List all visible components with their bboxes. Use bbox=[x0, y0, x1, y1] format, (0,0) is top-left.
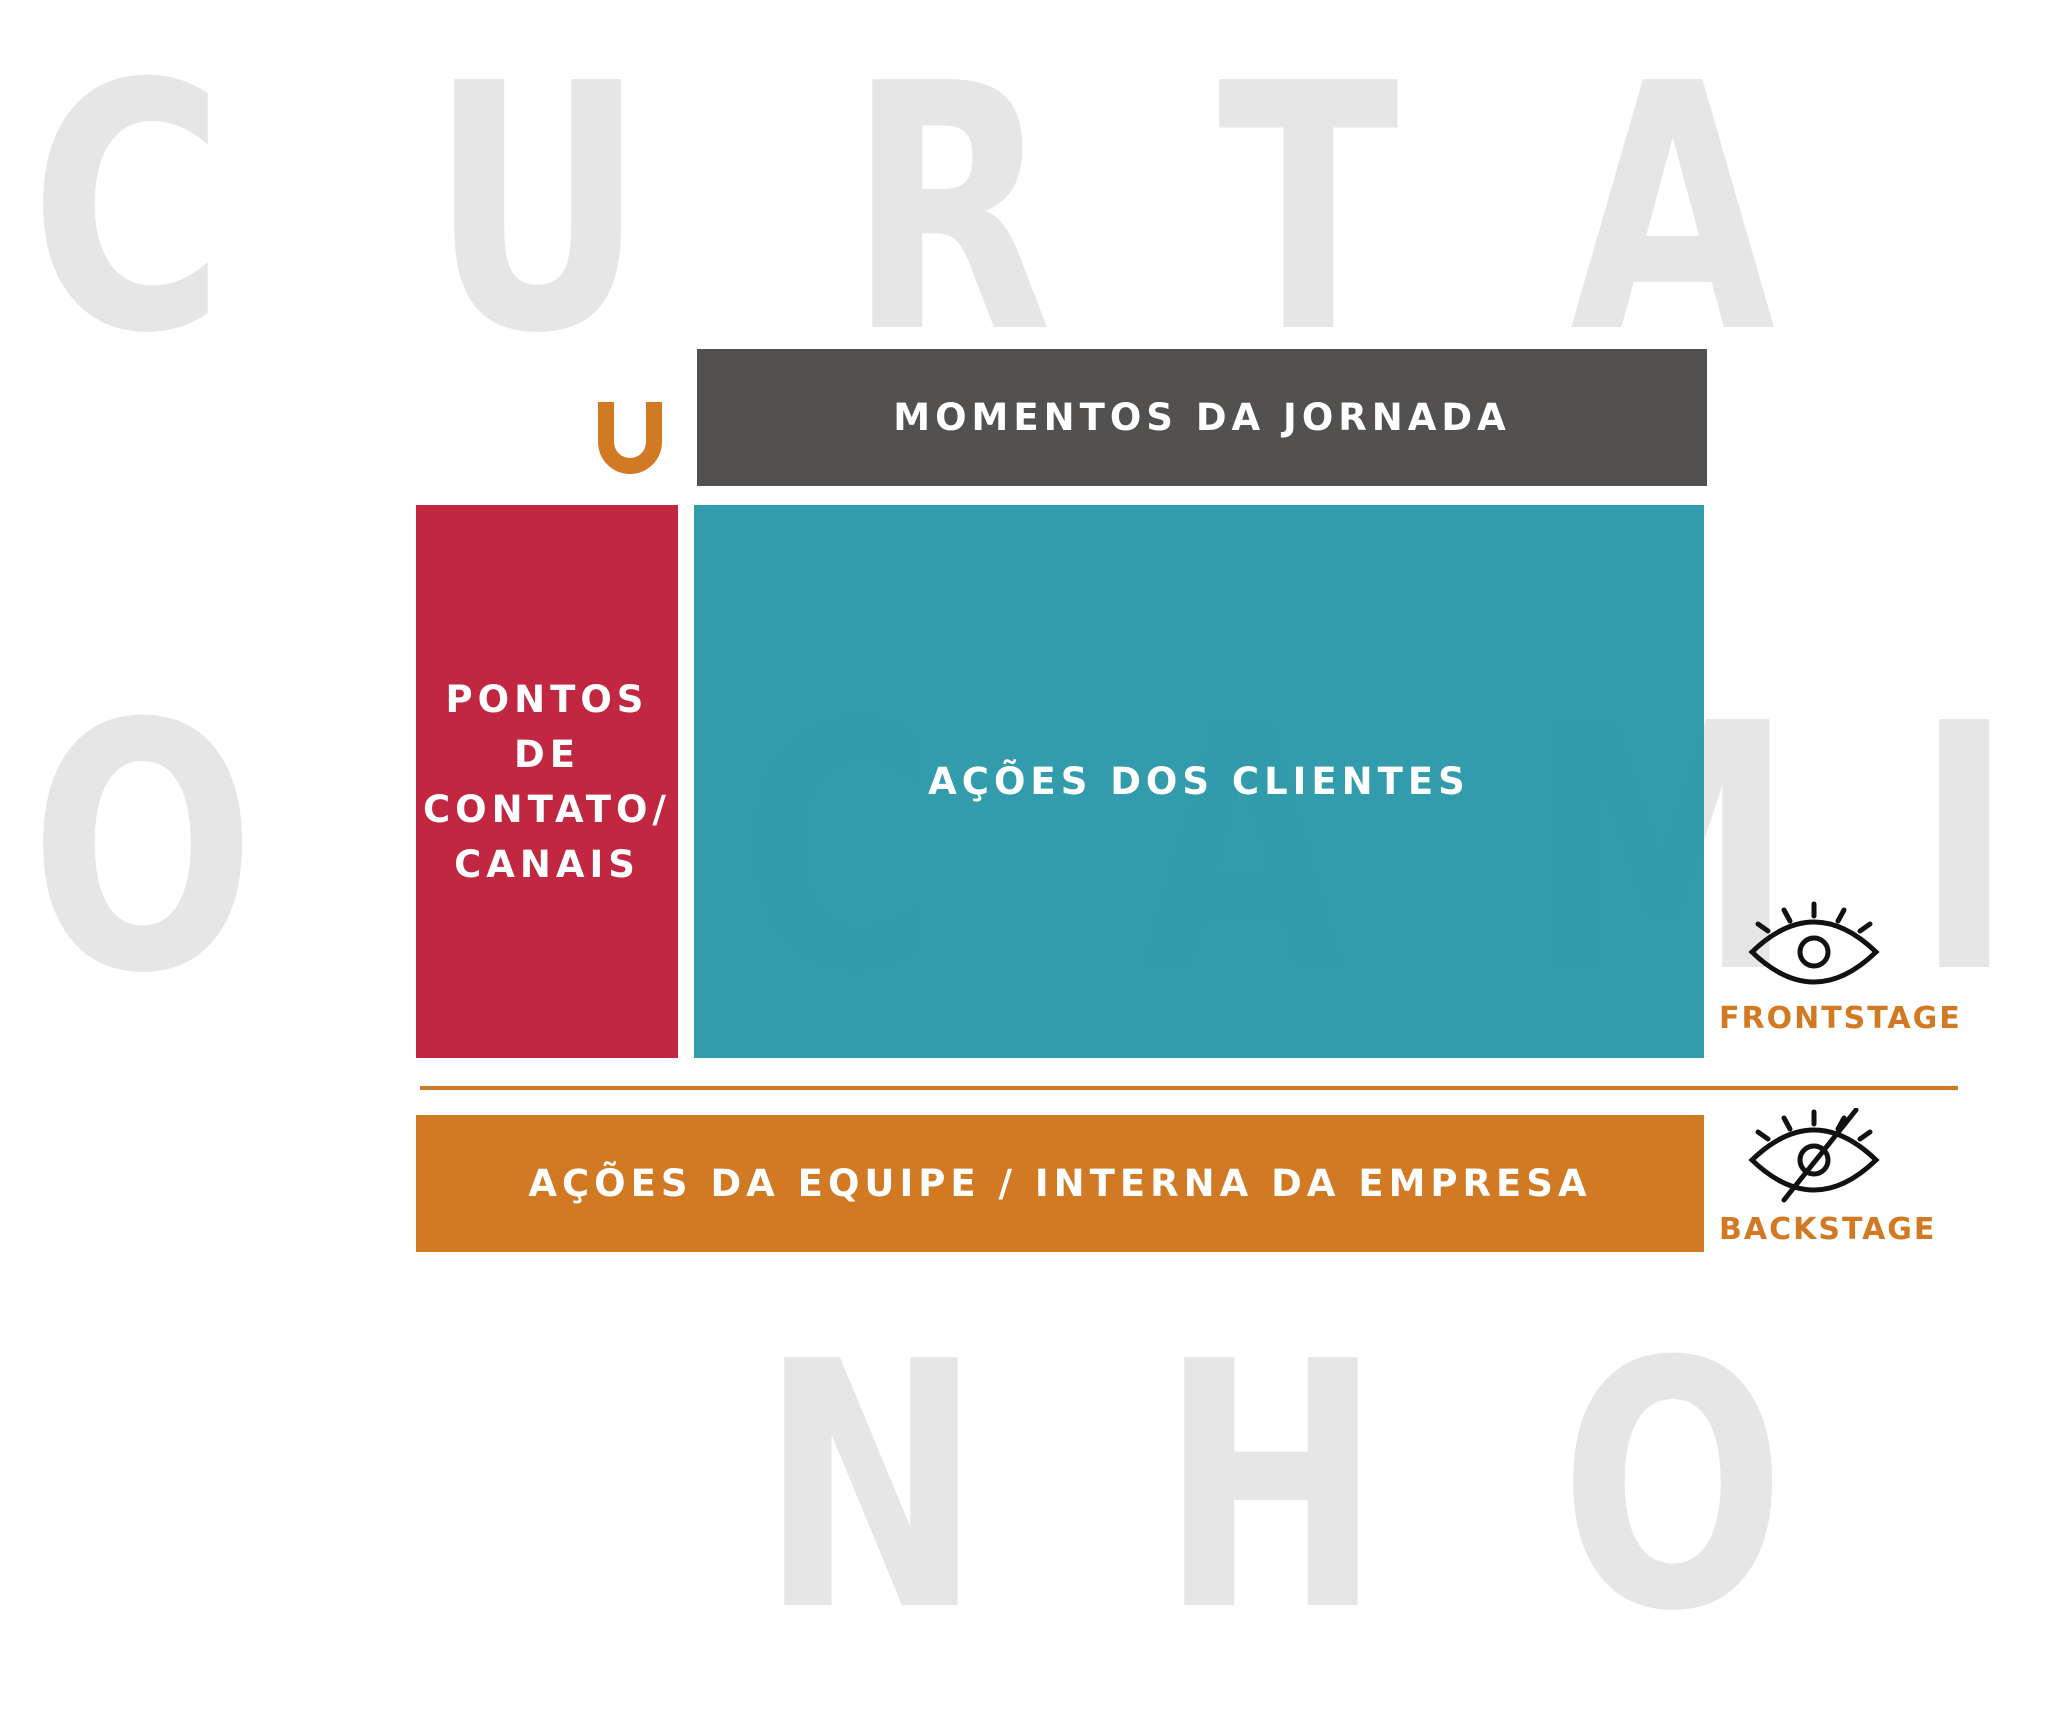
acoes-equipe-label: AÇÕES DA EQUIPE / INTERNA DA EMPRESA bbox=[528, 1162, 1592, 1205]
bg-letter-h: H bbox=[1160, 1290, 1382, 1686]
u-logo-icon bbox=[598, 402, 662, 474]
frontstage-backstage-divider bbox=[420, 1086, 1958, 1090]
backstage-label: BACKSTAGE bbox=[1719, 1212, 1937, 1247]
pontos-de-contato-block: PONTOS DE CONTATO/ CANAIS bbox=[416, 505, 678, 1058]
bg-letter-n: N bbox=[760, 1290, 982, 1686]
bg-letter-r: R bbox=[848, 12, 1053, 408]
bg-letter-u: U bbox=[430, 12, 646, 408]
eye-slash-icon bbox=[1748, 1108, 1880, 1203]
momentos-label: MOMENTOS DA JORNADA bbox=[893, 396, 1511, 439]
bg-letter-a1: A bbox=[1570, 12, 1776, 408]
momentos-da-jornada-block: MOMENTOS DA JORNADA bbox=[697, 349, 1707, 486]
pontos-line-1: PONTOS DE bbox=[445, 677, 649, 776]
frontstage-label: FRONTSTAGE bbox=[1719, 1001, 1962, 1036]
bg-letter-t: T bbox=[1218, 12, 1399, 408]
bg-letter-o1: O bbox=[30, 652, 256, 1048]
eye-icon bbox=[1748, 901, 1880, 985]
bg-letter-i: I bbox=[1915, 652, 2014, 1048]
acoes-clientes-label: AÇÕES DOS CLIENTES bbox=[928, 760, 1470, 803]
pontos-line-3: CANAIS bbox=[454, 842, 640, 886]
pontos-line-2: CONTATO/ bbox=[423, 787, 671, 831]
bg-letter-c1: C bbox=[30, 12, 225, 408]
acoes-da-equipe-block: AÇÕES DA EQUIPE / INTERNA DA EMPRESA bbox=[416, 1115, 1704, 1252]
acoes-dos-clientes-block: AÇÕES DOS CLIENTES bbox=[694, 505, 1704, 1058]
bg-letter-o2: O bbox=[1560, 1290, 1786, 1686]
